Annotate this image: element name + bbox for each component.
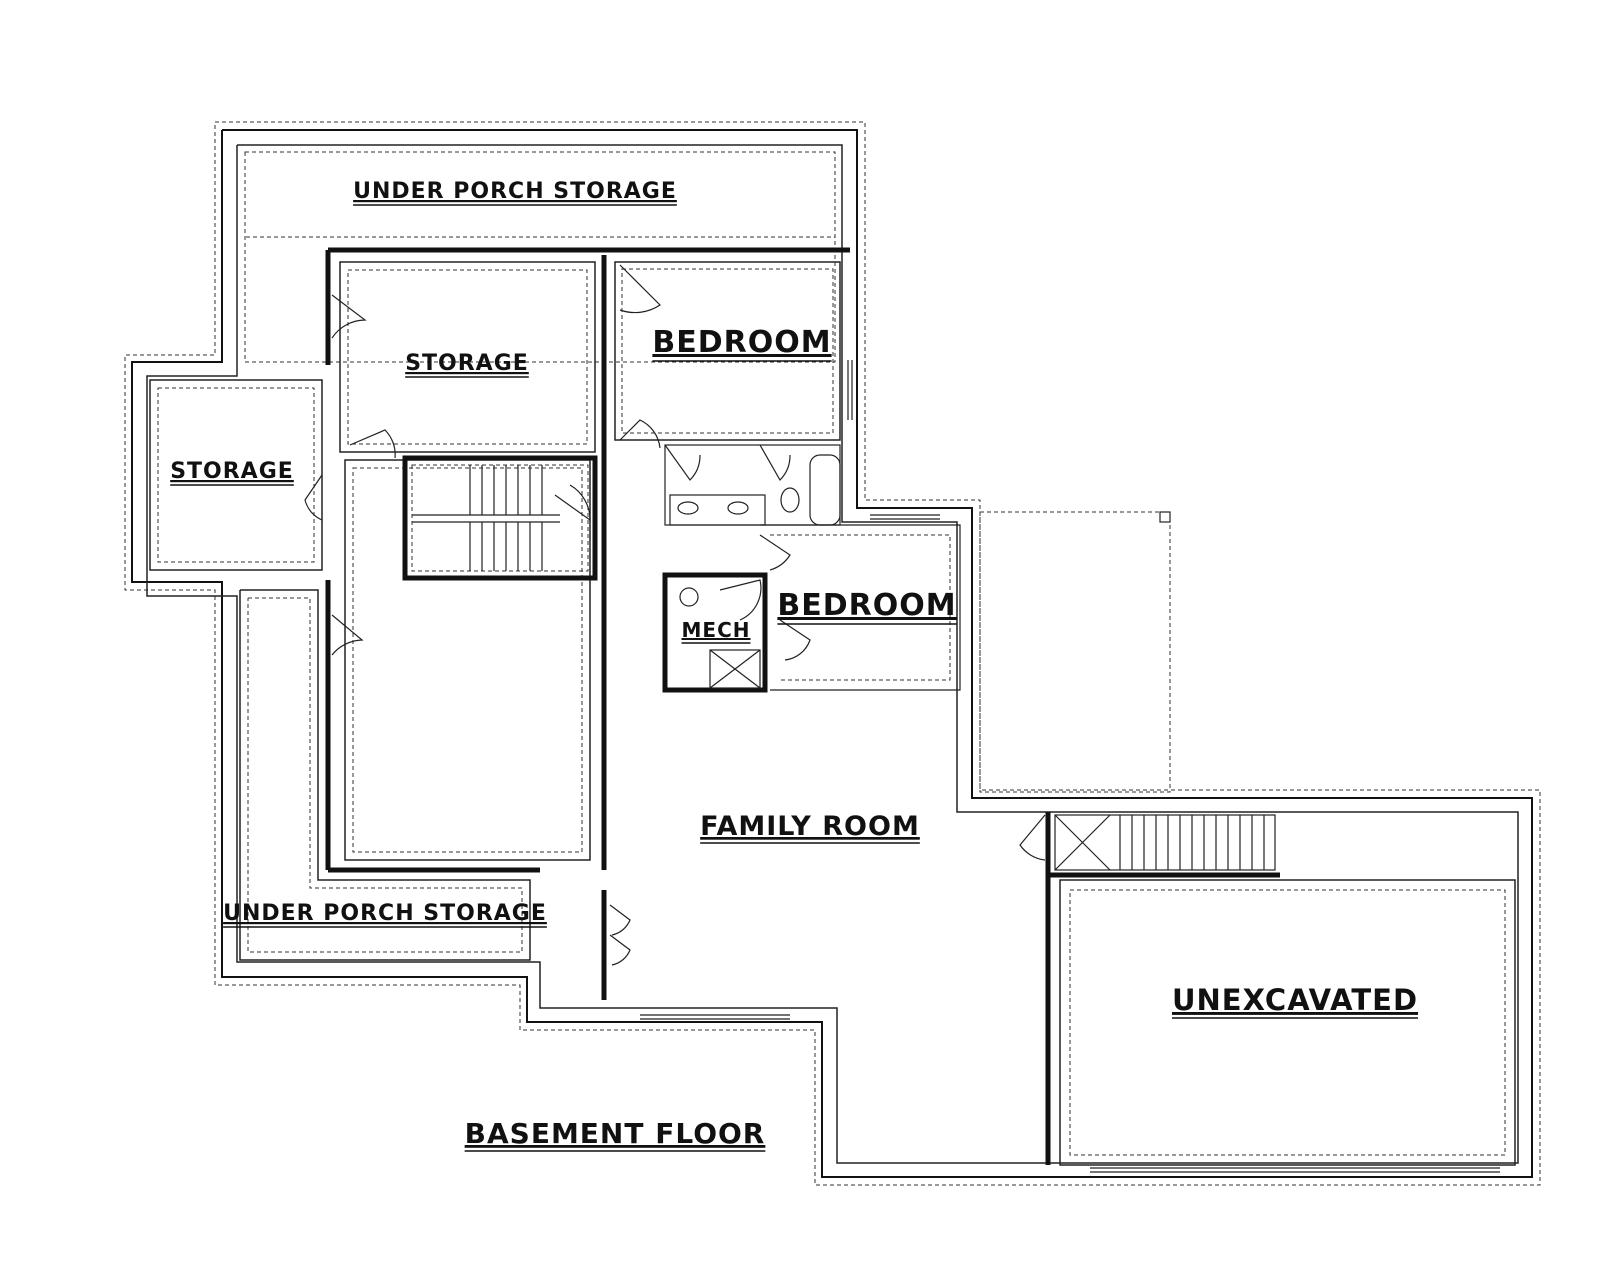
label-bedroom-middle: BEDROOM [777, 588, 956, 623]
windows [640, 360, 1500, 1173]
label-unexcavated: UNEXCAVATED [1172, 983, 1418, 1017]
stairs-garage [1054, 814, 1276, 871]
foundation-walls [131, 129, 1533, 1178]
label-under-porch-storage-top: UNDER PORCH STORAGE [353, 179, 677, 204]
label-storage-left: STORAGE [170, 459, 294, 484]
plan-title: BASEMENT FLOOR [465, 1117, 766, 1150]
label-mech: MECH [682, 618, 751, 642]
outer-boundary [124, 121, 1541, 1186]
doors [304, 264, 1046, 966]
room-labels: UNDER PORCH STORAGE STORAGE STORAGE BEDR… [170, 179, 1419, 1152]
label-bedroom-top: BEDROOM [652, 325, 831, 360]
label-family-room: FAMILY ROOM [700, 811, 920, 842]
interior-walls [149, 247, 1516, 1166]
stairs-main [402, 455, 598, 581]
label-storage-center: STORAGE [405, 351, 529, 376]
bath-fixtures [669, 454, 841, 689]
label-under-porch-storage-bottom: UNDER PORCH STORAGE [223, 901, 547, 926]
